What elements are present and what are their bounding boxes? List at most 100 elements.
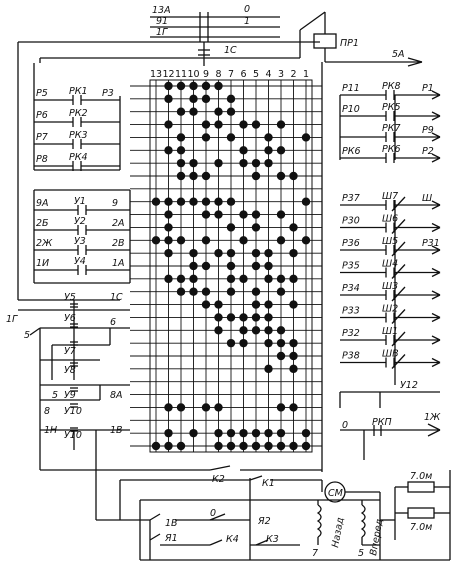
matrix-contact-dot <box>276 120 286 129</box>
matrix-contact-dot <box>201 287 211 296</box>
right-sh-arrow <box>431 204 441 210</box>
column-number: 9 <box>203 69 209 80</box>
wire-5a-label: 5А <box>392 49 405 60</box>
matrix-contact-dot <box>226 313 236 322</box>
column-number: 1 <box>303 69 309 80</box>
label-7: 7 <box>312 548 318 559</box>
left-rk-label-left: Р8 <box>36 154 48 165</box>
column-number: 4 <box>266 69 272 80</box>
left-u-label-left: 2Б <box>36 218 49 229</box>
right-rk-arrow <box>431 153 441 159</box>
top-bus <box>17 11 326 66</box>
matrix-contact-dot <box>189 81 198 91</box>
matrix-contact-dot <box>264 300 273 309</box>
motor-label: СМ <box>328 488 343 499</box>
column-number: 12 <box>163 69 175 80</box>
matrix-contact-dot <box>214 197 223 206</box>
label-1V-left: 1В <box>110 425 123 436</box>
matrix-contact-dot <box>239 313 248 322</box>
matrix-contact-dot <box>276 338 286 348</box>
resistor-2-label: 7.0м <box>410 522 432 533</box>
label-U7: У7 <box>64 346 76 357</box>
matrix-contact-dot <box>251 287 261 296</box>
right-rk-label-center: РК5 <box>382 102 401 113</box>
label-1-top: 1 <box>244 16 250 27</box>
matrix-contact-dot <box>264 338 273 348</box>
right-sh-arrow <box>431 271 441 278</box>
label-1G-left: 1Г <box>6 314 18 325</box>
matrix-contact-dot <box>176 274 186 284</box>
matrix-contact-dot <box>239 210 248 219</box>
matrix-contact-dot <box>164 81 173 91</box>
left-u-label-center: У1 <box>74 196 86 207</box>
column-number: 5 <box>253 69 259 80</box>
right-rk-arrow <box>431 90 441 96</box>
matrix-contact-dot <box>189 248 198 258</box>
left-u-label-center: У2 <box>74 216 86 227</box>
label-8: 8 <box>44 406 50 417</box>
left-u-label-left: 1И <box>36 258 49 269</box>
label-13A: 13А <box>152 5 171 16</box>
matrix-contact-dot <box>289 351 298 361</box>
matrix-contact-dot <box>251 261 261 271</box>
right-rk-label-right: Р2 <box>422 146 434 157</box>
right-sh-label-center: Ш6 <box>382 214 398 225</box>
right-rk-label-center: РК7 <box>382 123 401 134</box>
matrix-contact-dot <box>214 248 223 258</box>
switching-matrix <box>130 79 322 453</box>
matrix-contact-dot <box>226 274 236 284</box>
matrix-contact-dot <box>251 158 261 168</box>
matrix-contact-dot <box>189 107 198 116</box>
matrix-contact-dot <box>214 107 223 116</box>
matrix-contact-dot <box>189 197 198 206</box>
left-rk-label-center: РК2 <box>69 108 88 119</box>
left-rk-label-left: Р7 <box>36 132 48 143</box>
label-1V-bottom: 1В <box>165 518 178 529</box>
matrix-contact-dot <box>251 313 261 322</box>
column-number: 3 <box>278 69 284 80</box>
right-rk-label-right: Р9 <box>422 125 434 136</box>
matrix-contact-dot <box>176 133 186 142</box>
matrix-contact-dot <box>251 248 261 258</box>
right-sh-arrow <box>431 222 441 229</box>
matrix-contact-dot <box>176 81 186 91</box>
column-number: 2 <box>291 69 297 80</box>
left-rk-label-left: Р6 <box>36 110 48 121</box>
matrix-contact-dot <box>289 441 298 451</box>
matrix-contact-dot <box>264 261 273 271</box>
right-sh-arrow <box>431 249 441 255</box>
right-sh-label-center: ШВ <box>382 349 399 360</box>
right-sh-label-center: Ш1 <box>382 326 398 337</box>
left-u-label-center: У3 <box>74 236 86 247</box>
matrix-contact-dot <box>151 197 161 206</box>
matrix-contact-dot <box>164 94 173 104</box>
right-rk-label-left: РК6 <box>342 146 361 157</box>
matrix-contact-dot <box>301 236 311 245</box>
matrix-contact-dot <box>239 146 248 155</box>
matrix-contact-dot <box>264 274 273 284</box>
left-rails <box>17 58 131 301</box>
label-5-a: 5 <box>24 330 30 341</box>
column-number: 13 <box>150 69 162 80</box>
label-U5: У5 <box>64 292 76 303</box>
label-6: 6 <box>110 317 116 328</box>
left-u-label-right: 2А <box>112 218 125 229</box>
right-sh-arrow <box>431 335 441 341</box>
right-sh-label-left: Р37 <box>342 193 360 204</box>
matrix-contact-dot <box>214 313 223 322</box>
matrix-contact-dot <box>289 300 298 309</box>
right-rk-label-center: РК8 <box>382 81 401 92</box>
matrix-contact-dot <box>164 441 173 451</box>
matrix-contact-dot <box>276 146 286 155</box>
matrix-contact-dot <box>226 197 236 206</box>
label-U9: У9 <box>64 390 76 401</box>
right-bottom <box>339 391 441 460</box>
matrix-contact-dot <box>214 120 223 129</box>
matrix-contact-dot <box>289 364 298 374</box>
matrix-contact-dot <box>251 428 261 438</box>
right-sh-label-center: Ш5 <box>382 236 398 247</box>
matrix-contact-dot <box>264 248 273 258</box>
